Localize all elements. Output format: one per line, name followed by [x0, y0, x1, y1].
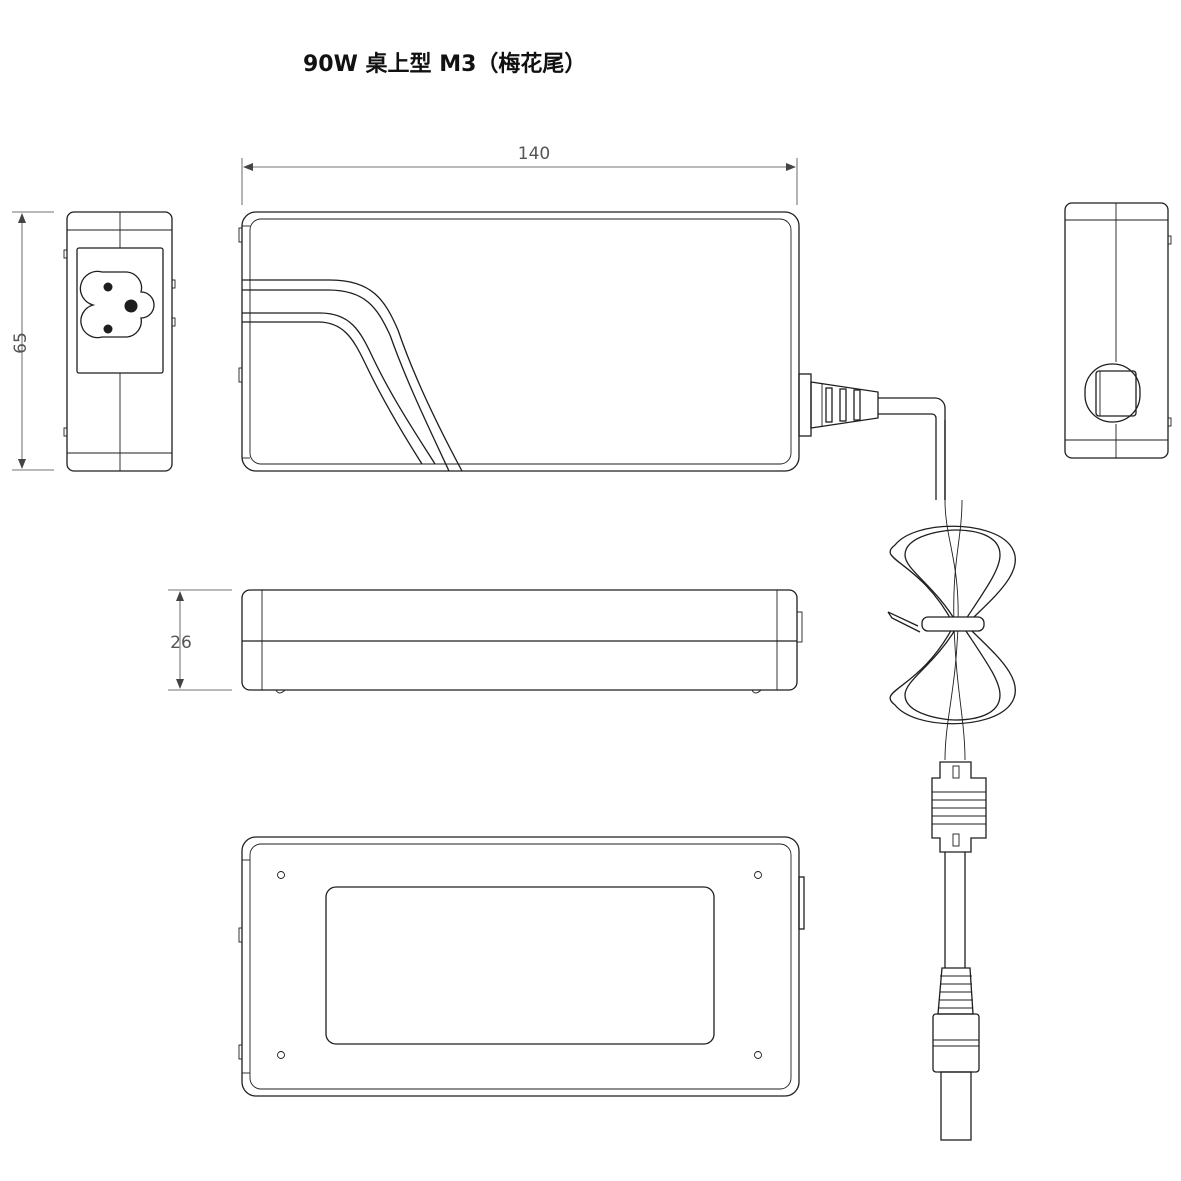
adapter-side-view	[241, 589, 803, 694]
adapter-bottom-view	[238, 836, 805, 1097]
width-value: 65	[11, 332, 31, 354]
height-dimension: 26	[168, 589, 232, 691]
dc-output-cable	[878, 397, 1017, 1141]
drawing-title: 90W 桌上型 M3（梅花尾）	[303, 51, 586, 77]
adapter-top-view	[238, 211, 879, 472]
dc-output-end-view	[1064, 202, 1172, 459]
length-value: 140	[518, 144, 550, 164]
length-dimension: 140	[241, 144, 798, 205]
width-dimension: 65	[11, 211, 54, 471]
height-value: 26	[170, 633, 192, 653]
ac-inlet-end-view	[63, 211, 176, 472]
